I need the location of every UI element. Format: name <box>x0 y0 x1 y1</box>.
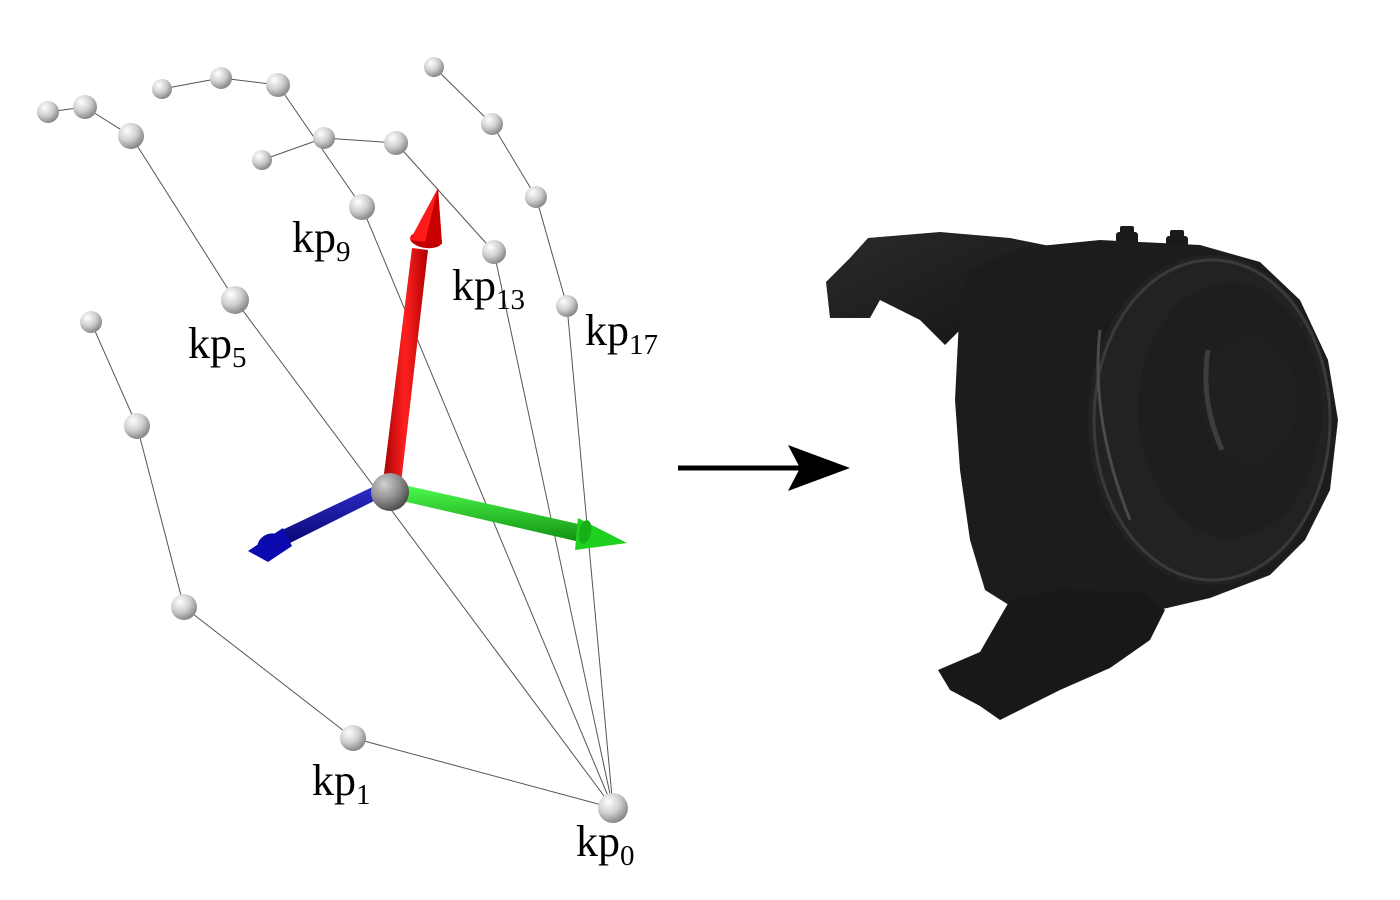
gripper-lower-finger <box>938 590 1165 720</box>
keypoint-i7 <box>73 95 97 119</box>
keypoint-p18 <box>525 186 547 208</box>
gripper-hub-rim <box>1203 349 1225 452</box>
bone-kp1-t2 <box>183 606 354 739</box>
label-kp17: kp17 <box>585 306 658 361</box>
label-kp13: kp13 <box>452 261 525 316</box>
label-kp5: kp5 <box>188 319 247 374</box>
bone-kp0-kp1 <box>352 737 614 809</box>
keypoint-m12 <box>152 79 172 99</box>
keypoint-r16 <box>252 150 272 170</box>
keypoint-p20 <box>424 57 444 77</box>
keypoint-kp1 <box>340 725 366 751</box>
bone-kp0-kp17 <box>566 305 614 809</box>
keypoint-m11 <box>210 67 232 89</box>
bone-p18-p19 <box>491 123 537 198</box>
keypoint-t4 <box>80 311 102 333</box>
keypoint-kp17 <box>556 295 578 317</box>
bone-p19-p20 <box>433 66 493 125</box>
keypoint-kp0 <box>598 793 628 823</box>
label-kp9: kp9 <box>292 213 351 268</box>
coordinate-frame <box>248 188 627 562</box>
hand-keypoints <box>37 57 628 823</box>
keypoint-i8 <box>37 101 59 123</box>
bone-t2-t3 <box>136 425 185 608</box>
keypoint-p19 <box>481 113 503 135</box>
keypoint-kp9 <box>349 194 375 220</box>
gripper-hub <box>1202 336 1298 464</box>
keypoint-t2 <box>171 594 197 620</box>
keypoint-m10 <box>266 73 290 97</box>
label-kp0: kp0 <box>576 817 635 872</box>
keypoint-t3 <box>124 413 150 439</box>
x-axis-arrow <box>382 188 442 492</box>
right-arrow-icon <box>678 445 850 491</box>
bone-kp13-r14 <box>395 142 495 253</box>
bone-kp0-kp5 <box>234 299 614 809</box>
bone-t3-t4 <box>90 321 138 427</box>
keypoint-r14 <box>384 131 408 155</box>
keypoint-kp13 <box>482 240 506 264</box>
gripper-object <box>826 226 1338 720</box>
z-axis-arrow <box>248 482 390 562</box>
gripper-edge-shine <box>1096 329 1132 521</box>
label-kp1: kp1 <box>312 756 371 811</box>
bone-kp17-p18 <box>535 196 568 307</box>
origin-sphere <box>371 473 409 511</box>
gripper-disc-highlight <box>1092 258 1332 582</box>
bone-r14-r15 <box>323 137 397 144</box>
bone-kp5-i6 <box>130 135 236 301</box>
keypoint-i6 <box>118 123 144 149</box>
keypoint-r15 <box>313 127 335 149</box>
keypoint-kp5 <box>221 286 249 314</box>
keypoint-labels: kp0 kp1 kp5 kp9 kp13 kp17 <box>188 213 658 872</box>
y-axis-arrow <box>395 483 627 550</box>
